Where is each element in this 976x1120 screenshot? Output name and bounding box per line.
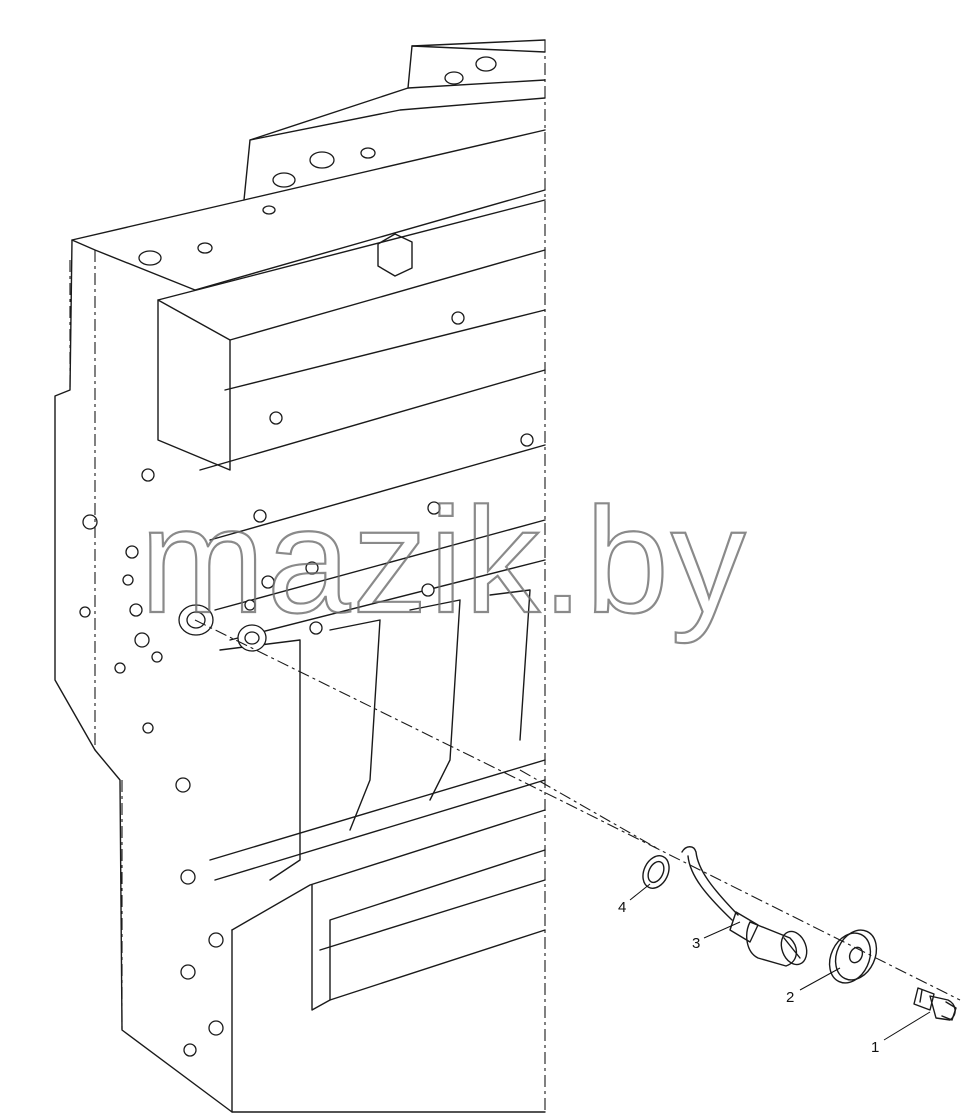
callout-2: 2 [786,989,794,1006]
part-3-oil-nozzle [681,846,808,967]
assembly-centerline [194,619,961,1001]
callouts: 4 3 2 1 [618,883,931,1056]
leader-3 [703,921,741,939]
boundary-lines [69,40,546,1112]
part-2-washer [828,929,878,984]
part-1-bolt [913,987,957,1021]
watermark-text: mazik.by [140,476,748,644]
part-4-seal-ring [642,855,670,889]
leader-4 [629,883,651,901]
callout-4: 4 [618,899,626,916]
callout-3: 3 [692,935,700,952]
leader-2 [799,967,841,991]
callout-1: 1 [871,1039,879,1056]
leader-1 [883,1011,931,1041]
engine-block [54,39,546,1113]
